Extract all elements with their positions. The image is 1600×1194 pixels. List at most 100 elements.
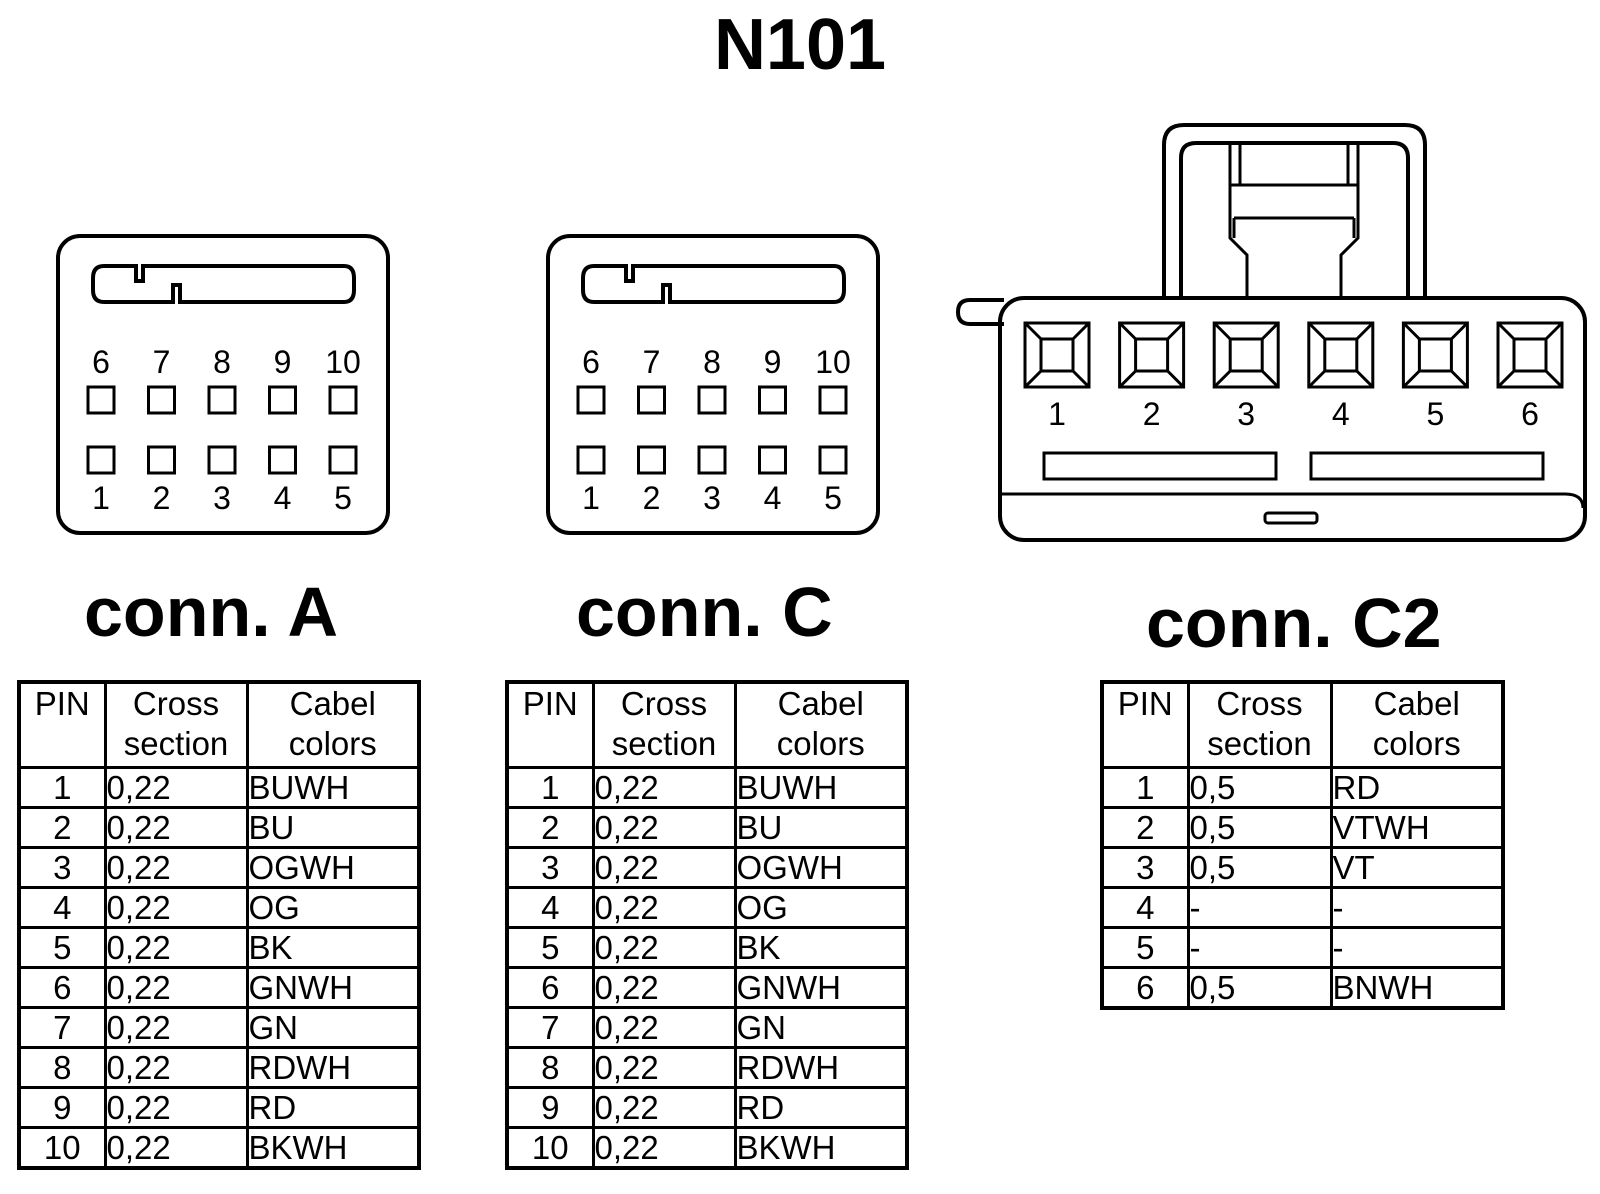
pin-cell: 5 [505, 926, 595, 969]
pin-cavity [328, 445, 358, 475]
pin-cell: 10 [17, 1126, 107, 1170]
pin-number-label: 6 [1521, 396, 1539, 432]
pin-number-label: 8 [703, 344, 721, 380]
pin-cavity [328, 385, 358, 415]
connector-c-title: conn. C [576, 573, 833, 651]
cross-section-cell: - [1186, 926, 1333, 969]
pin-number-label: 1 [92, 480, 110, 516]
pin-cell: 6 [17, 966, 107, 1009]
pin-cell: 2 [505, 806, 595, 849]
pin-cavity [1401, 321, 1469, 389]
cable-color-cell: RD [1329, 766, 1505, 809]
cross-section-cell: 0,22 [591, 1086, 737, 1129]
header-cable-colors: Cabel colors [245, 680, 421, 769]
pin-cell: 9 [505, 1086, 595, 1129]
table-row: 5-- [1100, 926, 1505, 969]
connector-a-latch-slot [91, 264, 356, 304]
pin-cavity [1496, 321, 1564, 389]
cross-section-cell: 0,22 [591, 886, 737, 929]
pin-cell: 1 [1100, 766, 1190, 809]
cross-section-cell: - [1186, 886, 1333, 929]
pin-cavity [207, 385, 237, 415]
cable-color-cell: GN [245, 1006, 421, 1049]
connector-c-housing [546, 234, 880, 535]
pin-cavity [268, 445, 297, 475]
connector-a-title: conn. A [84, 573, 339, 651]
header-pin: PIN [1100, 680, 1190, 769]
header-pin: PIN [17, 680, 107, 769]
pin-cavity [1118, 321, 1186, 389]
pin-cavity [576, 385, 606, 415]
cross-section-cell: 0,22 [103, 1006, 249, 1049]
cable-color-cell: - [1329, 886, 1505, 929]
header-cross-section: Cross section [103, 680, 249, 769]
cross-section-cell: 0,22 [591, 846, 737, 889]
pin-number-label: 10 [325, 344, 361, 380]
connector-c2-side-tab [955, 298, 1004, 326]
connector-c2-face [955, 123, 1587, 542]
connector-a-cavities [86, 385, 358, 475]
connector-c2-cavities [1023, 321, 1564, 389]
cable-color-cell: OGWH [733, 846, 909, 889]
pin-number-label: 9 [274, 344, 292, 380]
pin-cell: 2 [17, 806, 107, 849]
pin-number-label: 3 [703, 480, 721, 516]
pin-number-label: 3 [1237, 396, 1255, 432]
pin-cavity [818, 445, 848, 475]
pin-number-label: 1 [1048, 396, 1066, 432]
connector-a-housing [56, 234, 390, 535]
pin-number-label: 4 [764, 480, 782, 516]
pin-cavity [1307, 321, 1375, 389]
cross-section-cell: 0,22 [591, 926, 737, 969]
pin-cell: 6 [1100, 966, 1190, 1010]
pin-number-label: 5 [1427, 396, 1445, 432]
cable-color-cell: BKWH [733, 1126, 909, 1170]
cable-color-cell: BUWH [733, 766, 909, 809]
pin-cavity-bevel [1118, 321, 1185, 389]
cable-color-cell: - [1329, 926, 1505, 969]
pin-cavity [576, 445, 606, 475]
cross-section-cell: 0,22 [591, 766, 737, 809]
cable-color-cell: RDWH [245, 1046, 421, 1089]
pin-number-label: 2 [1143, 396, 1161, 432]
pin-cavity [697, 445, 727, 475]
pin-cell: 4 [505, 886, 595, 929]
cable-color-cell: GN [733, 1006, 909, 1049]
pin-cavity [697, 385, 727, 415]
pin-number-label: 1 [582, 480, 600, 516]
pin-cell: 10 [505, 1126, 595, 1170]
cross-section-cell: 0,22 [591, 1046, 737, 1089]
connector-c2-slot-left [1042, 451, 1278, 481]
pin-cell: 5 [17, 926, 107, 969]
cross-section-cell: 0,22 [103, 966, 249, 1009]
pin-cell: 1 [17, 766, 107, 809]
cable-color-cell: RDWH [733, 1046, 909, 1089]
cable-color-cell: GNWH [245, 966, 421, 1009]
pin-cavity-bevel [1402, 321, 1469, 389]
cross-section-cell: 0,22 [103, 1046, 249, 1089]
pin-number-label: 7 [643, 344, 661, 380]
cable-color-cell: VTWH [1329, 806, 1505, 849]
pin-number-label: 10 [815, 344, 851, 380]
pin-cavity [86, 445, 116, 475]
pin-cavity-bevel [1213, 321, 1280, 389]
